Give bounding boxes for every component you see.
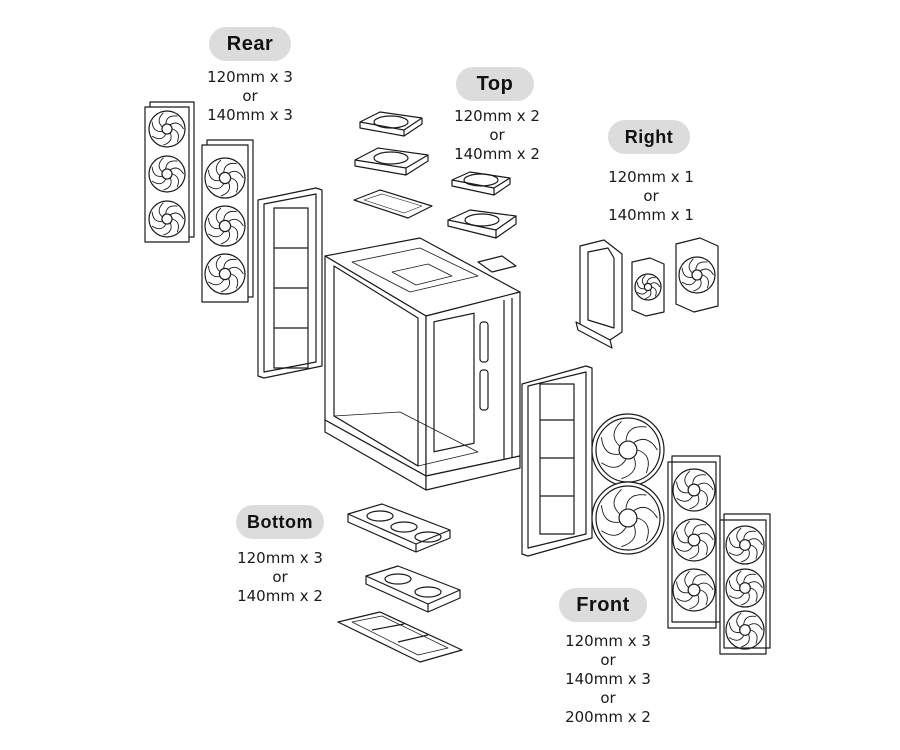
right-bracket [575, 239, 623, 349]
right-label: Right [608, 120, 690, 154]
front-spec-line-3: 140mm x 3 [565, 670, 651, 688]
front-fan-200-rim-1 [591, 413, 665, 487]
front-spec-line-1: 120mm x 3 [565, 632, 651, 650]
front-fan-stack-a [667, 455, 721, 629]
bottom-filter [337, 611, 463, 663]
front-spec: 120mm x 3 or 140mm x 3 or 200mm x 2 [548, 632, 668, 727]
rear-label: Rear [209, 27, 291, 61]
front-fan-stack-b [719, 513, 771, 655]
bottom-label: Bottom [236, 505, 324, 539]
top-spec-line-1: 120mm x 2 [454, 107, 540, 125]
right-spec-line-2: or [643, 187, 659, 205]
chassis [324, 237, 521, 491]
bottom-fan-4 [384, 573, 412, 585]
bottom-spec-line-3: 140mm x 2 [237, 587, 323, 605]
front-fan-140-3 [672, 568, 716, 612]
front-spec-line-4: or [600, 689, 616, 707]
right-fan-140 [678, 256, 716, 294]
right-fans [631, 237, 719, 317]
rear-fan-stack-140 [201, 139, 254, 303]
top-spec-line-2: or [489, 126, 505, 144]
front-fan-140-2 [672, 518, 716, 562]
rear-fan-140-3 [204, 253, 246, 295]
bottom-fan-2 [390, 521, 418, 533]
front-spec-line-5: 200mm x 2 [565, 708, 651, 726]
rear-fan-140-2 [204, 205, 246, 247]
bottom-fan-5 [414, 586, 442, 598]
top-spec: 120mm x 2 or 140mm x 2 [437, 107, 557, 164]
rear-fan-stack-120 [144, 101, 195, 243]
front-fan-140-1 [672, 468, 716, 512]
right-spec: 120mm x 1 or 140mm x 1 [591, 168, 711, 225]
top-fan-2 [373, 151, 409, 165]
rear-fan-120-3 [148, 200, 186, 238]
bottom-fan-3 [414, 531, 442, 543]
bottom-spec: 120mm x 3 or 140mm x 2 [220, 549, 340, 606]
right-fan-120 [634, 273, 662, 301]
bottom-fans [347, 503, 461, 613]
bottom-fan-1 [366, 510, 394, 522]
front-fan-120-1 [725, 525, 765, 565]
rear-spec-line-2: or [242, 87, 258, 105]
rear-fan-140-1 [204, 157, 246, 199]
front-fan-120-2 [725, 568, 765, 608]
top-spec-line-3: 140mm x 2 [454, 145, 540, 163]
front-fan-120-3 [725, 610, 765, 650]
rear-spec-line-1: 120mm x 3 [207, 68, 293, 86]
front-fan-200-2 [595, 485, 661, 551]
front-fans-200 [591, 413, 665, 555]
rear-filter-bracket [257, 187, 323, 379]
top-fan-3 [463, 173, 499, 187]
top-fans [354, 111, 517, 239]
right-spec-line-3: 140mm x 1 [608, 206, 694, 224]
rear-fan-120-1 [148, 110, 186, 148]
rear-spec: 120mm x 3 or 140mm x 3 [190, 68, 310, 125]
bottom-spec-line-1: 120mm x 3 [237, 549, 323, 567]
top-filter [353, 189, 433, 219]
front-label: Front [559, 588, 647, 622]
front-fan-200-1 [595, 417, 661, 483]
top-label: Top [456, 67, 534, 101]
front-fan-200-rim-2 [591, 481, 665, 555]
top-fan-1 [373, 115, 409, 129]
top-fan-4 [464, 213, 500, 227]
front-filter-bracket [521, 365, 593, 557]
bottom-spec-line-2: or [272, 568, 288, 586]
rear-spec-line-3: 140mm x 3 [207, 106, 293, 124]
front-spec-line-2: or [600, 651, 616, 669]
right-spec-line-1: 120mm x 1 [608, 168, 694, 186]
rear-fan-120-2 [148, 155, 186, 193]
